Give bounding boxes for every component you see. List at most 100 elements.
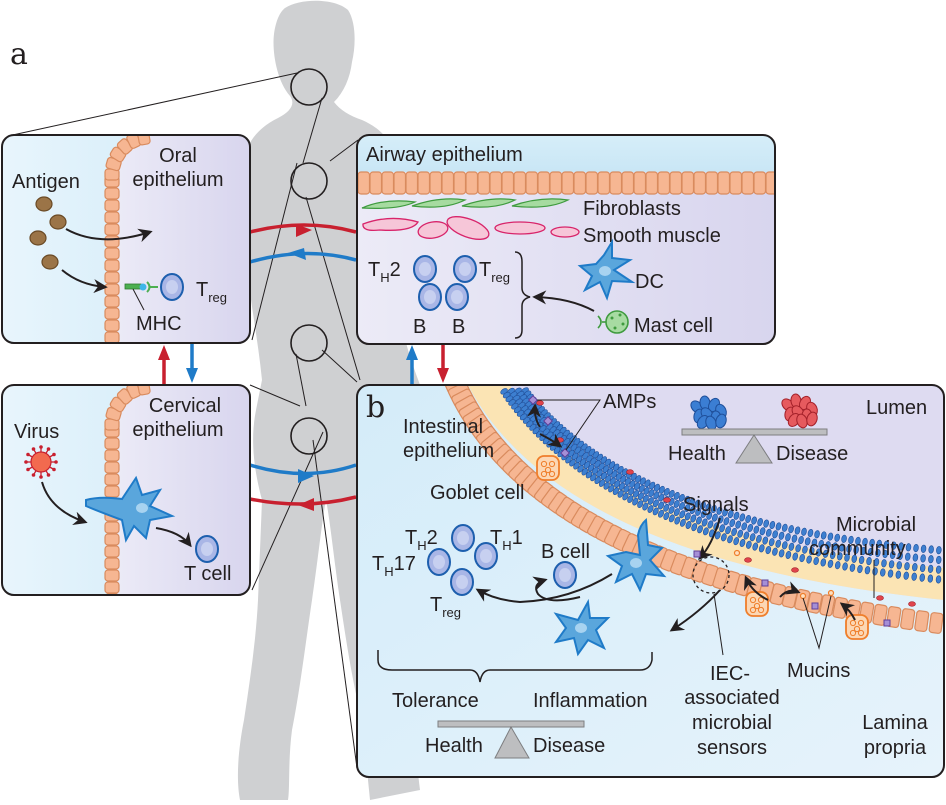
- commensal-bacterium: [743, 531, 750, 540]
- commensal-bacterium: [696, 516, 702, 525]
- commensal-bacterium: [684, 512, 691, 521]
- commensal-bacterium: [763, 519, 770, 528]
- commensal-bacterium: [818, 539, 824, 549]
- zoom-circle-cervix: [290, 417, 328, 455]
- airway-bracket: [514, 251, 531, 339]
- mast-cell-label: Mast cell: [634, 315, 713, 337]
- commensal-bacterium: [628, 487, 635, 496]
- commensal-bacterium: [806, 555, 812, 564]
- virus-spike-tip: [52, 452, 56, 457]
- commensal-bacterium: [756, 534, 762, 543]
- epithelial-cell: [405, 171, 419, 195]
- epithelial-cell: [441, 171, 455, 195]
- epithelial-cell: [369, 171, 383, 195]
- epithelial-cell: [104, 533, 120, 546]
- epithelial-cell: [104, 199, 120, 212]
- iec-signal-arrow: [669, 589, 721, 632]
- commensal-bacterium: [888, 560, 895, 569]
- commensal-bacterium: [747, 524, 754, 533]
- smooth-muscle-label: Smooth muscle: [583, 225, 721, 247]
- virus-spike-tip: [52, 467, 56, 472]
- t-cell: [195, 535, 219, 563]
- commensal-bacterium: [673, 508, 680, 517]
- commensal-bacterium: [585, 470, 593, 479]
- mucin-arrow-2: [779, 581, 801, 598]
- mucins-label: Mucins: [787, 660, 850, 682]
- commensal-bacterium: [822, 549, 829, 558]
- blue-arrowhead: [288, 248, 306, 260]
- lumen-label: Lumen: [866, 397, 927, 419]
- commensal-bacterium: [864, 566, 871, 575]
- commensal-bacterium: [695, 508, 702, 516]
- commensal-bacterium: [622, 492, 629, 501]
- commensal-bacterium: [690, 514, 697, 523]
- commensal-bacterium: [707, 520, 714, 529]
- treg-label: Treg: [430, 594, 461, 620]
- mucin-granule: [749, 596, 757, 604]
- iec-line2: associated: [684, 687, 780, 709]
- epithelial-cell: [104, 223, 120, 236]
- bcell-label: B cell: [541, 541, 590, 563]
- epithelial-cell: [357, 171, 371, 195]
- commensal-bacterium: [848, 535, 854, 544]
- commensal-bacterium: [811, 538, 818, 547]
- commensal-bacterium: [887, 569, 894, 578]
- virus-spike-tip: [26, 452, 30, 457]
- commensal-bacterium: [889, 550, 896, 560]
- epithelial-cell: [104, 247, 120, 260]
- commensal-bacterium: [605, 474, 612, 483]
- cervical-title-line2: epithelium: [132, 419, 223, 441]
- commensal-bacterium: [689, 497, 696, 506]
- commensal-bacterium: [749, 533, 756, 542]
- mhc-label: MHC: [136, 313, 182, 335]
- epithelial-cell: [104, 331, 120, 343]
- commensal-bacterium: [727, 510, 734, 519]
- commensal-bacterium: [919, 573, 925, 582]
- goblet-cell: [745, 591, 769, 617]
- commensal-bacterium: [701, 518, 708, 527]
- commensal-bacterium: [788, 542, 795, 551]
- commensal-bacterium: [919, 563, 926, 573]
- commensal-bacterium: [673, 500, 680, 508]
- epithelial-cell: [561, 171, 575, 195]
- commensal-bacterium: [739, 538, 746, 547]
- pathobiont-bacterium: [876, 595, 884, 601]
- virus-entry-arrow: [41, 481, 88, 525]
- commensal-bacterium: [658, 509, 664, 518]
- commensal-bacterium: [632, 489, 640, 498]
- virus-spike-tip: [39, 445, 43, 449]
- bacterium: [806, 411, 818, 427]
- mucin-granule: [849, 629, 857, 637]
- commensal-bacterium: [733, 537, 740, 546]
- commensal-bacterium: [679, 510, 686, 519]
- mucin-granule: [548, 460, 556, 468]
- epithelial-cell: [104, 473, 120, 486]
- epithelial-cell: [104, 319, 120, 332]
- pathobiont-bacterium: [536, 400, 544, 406]
- commensal-bacterium: [815, 548, 822, 557]
- epithelial-cell: [513, 171, 527, 195]
- commensal-bacterium: [652, 507, 659, 516]
- red-arrow-oral-to-airway: [249, 223, 357, 234]
- commensal-bacterium: [866, 557, 872, 566]
- commensal-bacterium: [745, 540, 752, 549]
- epithelial-cell: [900, 608, 916, 631]
- commensal-bacterium: [820, 531, 827, 540]
- epithelial-cell: [525, 171, 539, 195]
- goblet-cell: [845, 614, 869, 640]
- mucin-granule: [753, 602, 761, 610]
- fibroblasts: [361, 198, 570, 209]
- commensal-bacterium: [741, 522, 748, 531]
- zoom-circle-intestine: [290, 324, 328, 362]
- tolerance-label: Tolerance: [392, 690, 479, 712]
- th1-label: TH1: [490, 527, 523, 553]
- intestinal-epithelium-panel: b Intestinal epithelium AMPs Health Dise…: [356, 384, 945, 778]
- commensal-bacterium: [716, 506, 723, 515]
- pathobiont-bacterium: [908, 601, 916, 607]
- panel-a-label: a: [10, 37, 28, 72]
- goblet-cell-label: Goblet cell: [430, 482, 525, 504]
- commensal-bacterium: [846, 544, 852, 553]
- commensal-bacterium: [706, 511, 713, 520]
- commensal-bacterium: [792, 552, 799, 561]
